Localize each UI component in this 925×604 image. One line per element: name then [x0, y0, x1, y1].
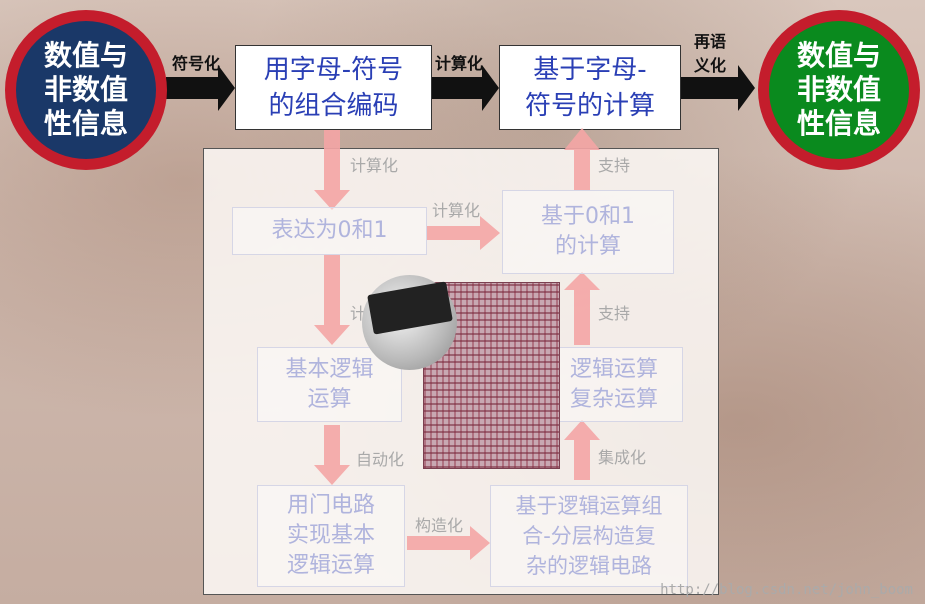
arrow-symbolize — [166, 65, 235, 111]
arrow-down-compute — [314, 130, 350, 210]
arrow-up-support-mid — [564, 272, 600, 345]
box-binary-representation: 表达为0和1 — [232, 207, 427, 255]
box-layered-circuit: 基于逻辑运算组合-分层构造复杂的逻辑电路 — [490, 485, 688, 587]
label-compute: 计算化 — [435, 54, 484, 73]
box-letter-symbol-computation: 基于字母-符号的计算 — [499, 45, 681, 130]
box-basic-logic: 基本逻辑运算 — [257, 347, 402, 422]
label-automate: 自动化 — [356, 450, 405, 469]
label-support-top: 支持 — [598, 156, 631, 175]
box-complex-ops: 逻辑运算复杂运算 — [545, 347, 683, 422]
arrow-resemantic — [681, 65, 755, 111]
arrow-compute — [432, 65, 499, 111]
arrow-up-support-top — [564, 128, 600, 190]
arrow-right-binary — [427, 216, 500, 250]
circle-target-info: 数值与非数值性信息 — [758, 10, 920, 170]
label-compute-down: 计算化 — [350, 156, 399, 175]
arrow-right-construct — [407, 526, 490, 560]
box-letter-symbol-encoding: 用字母-符号的组合编码 — [235, 45, 432, 130]
label-integrate: 集成化 — [598, 448, 647, 467]
arrow-down-automate — [314, 425, 350, 485]
circle-source-info: 数值与非数值性信息 — [5, 10, 167, 170]
label-resemantic: 再语义化 — [694, 32, 727, 75]
box-gate-circuit: 用门电路实现基本逻辑运算 — [257, 485, 405, 587]
watermark: http://blog.csdn.net/john_boom — [660, 582, 913, 598]
label-construct: 构造化 — [415, 516, 464, 535]
label-compute-right: 计算化 — [432, 201, 481, 220]
arrow-down-binary — [314, 255, 350, 345]
label-symbolize: 符号化 — [172, 54, 221, 73]
label-support-mid: 支持 — [598, 304, 631, 323]
arrow-up-integrate — [564, 420, 600, 480]
